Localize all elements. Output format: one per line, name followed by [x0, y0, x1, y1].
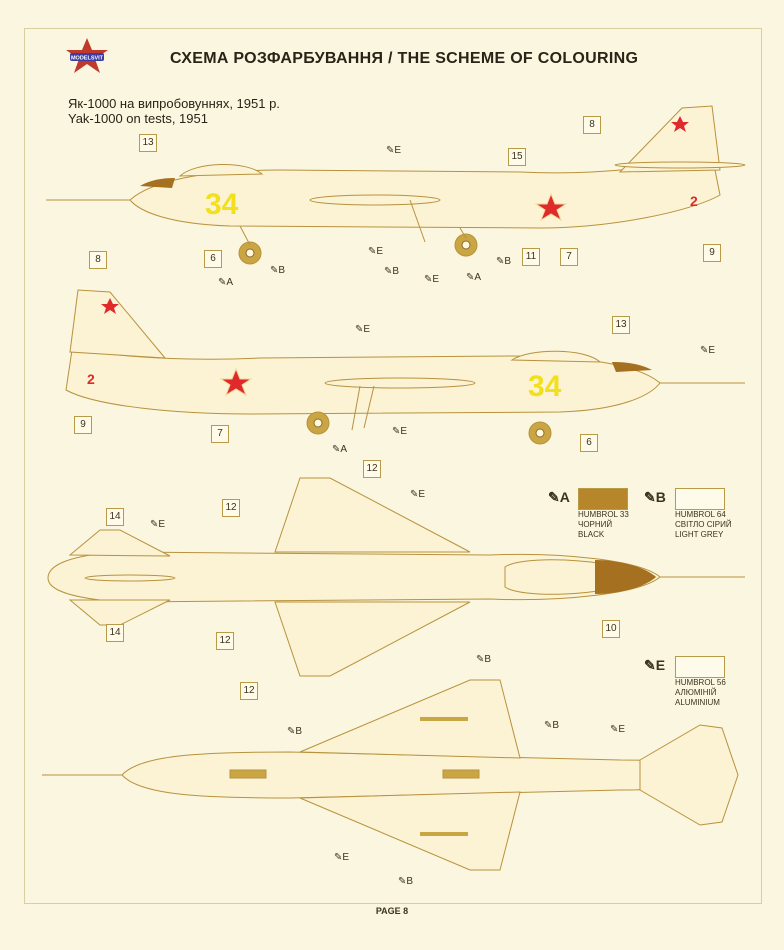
page-frame [24, 28, 762, 904]
swatch-e [675, 656, 725, 678]
callout-10: 10 [602, 620, 620, 638]
callout-6-top: 6 [204, 250, 222, 268]
tail-number-marking: 2 [690, 193, 698, 209]
side-number-34-top: 34 [205, 188, 239, 221]
callout-9-top: 9 [703, 244, 721, 262]
underside-view [42, 679, 739, 871]
paint-label-b-4: ✎B [476, 654, 492, 665]
callout-12-c: 12 [216, 632, 234, 650]
paint-label-a-1: ✎A [466, 272, 482, 283]
paint-label-e-1: ✎E [386, 145, 402, 156]
callout-11: 11 [522, 248, 540, 266]
plan-view [47, 477, 745, 677]
logo-text: MODELSVIT [71, 56, 104, 62]
callout-7-top: 7 [560, 248, 578, 266]
paint-label-e-3: ✎E [424, 274, 440, 285]
paint-label-e-4: ✎E [355, 324, 371, 335]
callout-14-a: 14 [106, 508, 124, 526]
paint-label-e-8: ✎E [150, 519, 166, 530]
paint-label-a-2: ✎A [218, 277, 234, 288]
paint-label-e-10: ✎E [334, 852, 350, 863]
callout-9-bottom: 9 [74, 416, 92, 434]
callout-8-top: 8 [583, 116, 601, 134]
paint-label-b-3: ✎B [270, 265, 286, 276]
callout-13-top: 13 [139, 134, 157, 152]
paint-label-b-2: ✎B [496, 256, 512, 267]
callout-15: 15 [508, 148, 526, 166]
page-number: PAGE 8 [375, 906, 409, 916]
side-number-34-bottom: 34 [528, 370, 562, 403]
subtitle-ua: Як-1000 на випробовуннях, 1951 р. [68, 96, 280, 111]
paint-label-e-7: ✎E [410, 489, 426, 500]
paint-label-e-5: ✎E [700, 345, 716, 356]
page-title: СХЕМА РОЗФАРБУВАННЯ / THE SCHEME OF COLO… [170, 50, 639, 67]
paint-label-e-9: ✎E [610, 724, 626, 735]
side-view-right: 2 34 [65, 289, 745, 445]
paint-label-e-6: ✎E [392, 426, 408, 437]
tail-number-marking-2: 2 [87, 371, 95, 387]
paint-label-a-3: ✎A [332, 444, 348, 455]
callout-7-bottom: 7 [211, 425, 229, 443]
callout-12-d: 12 [240, 682, 258, 700]
swatch-a [578, 488, 628, 510]
paint-label-e-2: ✎E [368, 246, 384, 257]
legend-a-letter: ✎A [548, 489, 570, 505]
paint-label-b-1: ✎B [384, 266, 400, 277]
paint-label-b-7: ✎B [398, 876, 414, 887]
paint-label-b-5: ✎B [287, 726, 303, 737]
legend-e-letter: ✎E [644, 657, 666, 673]
callout-12-a: 12 [363, 460, 381, 478]
side-view-left: 2 34 [46, 105, 746, 265]
swatch-b [675, 488, 725, 510]
subtitle-en: Yak-1000 on tests, 1951 [68, 111, 208, 126]
legend-b-letter: ✎B [644, 489, 666, 505]
callout-6-bottom: 6 [580, 434, 598, 452]
callout-12-b: 12 [222, 499, 240, 517]
paint-label-b-6: ✎B [544, 720, 560, 731]
callout-8-bottom: 8 [89, 251, 107, 269]
callout-14-b: 14 [106, 624, 124, 642]
modelsvit-logo: MODELSVIT [66, 38, 108, 73]
callout-13-bottom: 13 [612, 316, 630, 334]
